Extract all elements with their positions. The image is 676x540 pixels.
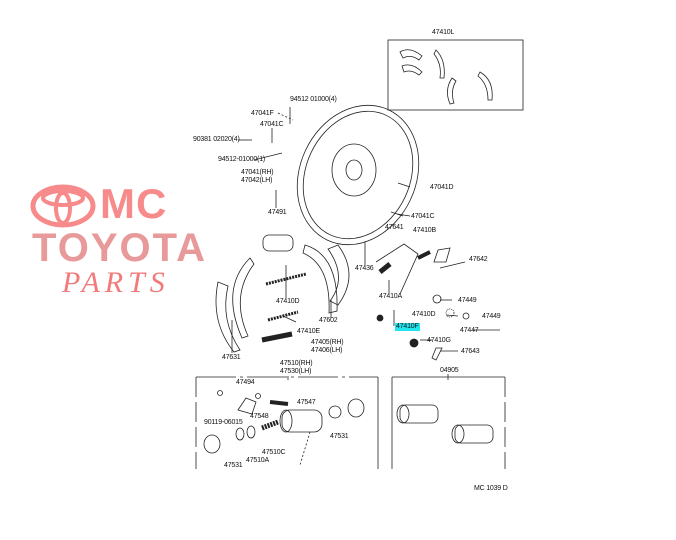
- logo-toyota: TOYOTA: [32, 226, 207, 270]
- label-47531-b: 47531: [224, 462, 243, 469]
- label-47410D: 47410D: [276, 298, 300, 305]
- label-47410G: 47410G: [427, 337, 451, 344]
- label-47410E: 47410E: [297, 328, 320, 335]
- label-47494: 47494: [236, 379, 255, 386]
- label-47642: 47642: [469, 256, 488, 263]
- label-94512-01000-1: 94512-01000(1): [218, 156, 266, 163]
- label-47531: 47531: [330, 433, 349, 440]
- label-90381-02020: 90381 02020(4): [193, 136, 240, 143]
- label-47602: 47602: [319, 317, 338, 324]
- leader-lines: [231, 107, 500, 380]
- label-47410L: 47410L: [432, 29, 455, 36]
- figure-code: MC 1039 D: [474, 485, 508, 492]
- label-47530-lh: 47530(LH): [280, 368, 312, 375]
- label-47410A: 47410A: [379, 293, 402, 300]
- label-47436: 47436: [355, 265, 374, 272]
- toyota-emblem-icon: [30, 184, 96, 228]
- wheel-cylinder-parts: [203, 390, 494, 466]
- label-47041-rh: 47041(RH): [241, 169, 274, 176]
- backing-plate: [296, 104, 420, 246]
- logo-mc: MC: [100, 180, 168, 227]
- label-47449-b: 47449: [482, 313, 501, 320]
- label-47510C: 47510C: [262, 449, 286, 456]
- label-47510-rh: 47510(RH): [280, 360, 313, 367]
- label-47041C: 47041C: [260, 121, 284, 128]
- label-47643: 47643: [461, 348, 480, 355]
- label-47641: 47641: [385, 224, 404, 231]
- label-47405-rh: 47405(RH): [311, 339, 344, 346]
- brake-shoes: [215, 234, 350, 353]
- logo-parts: PARTS: [62, 266, 170, 299]
- label-94512-01000-4: 94512 01000(4): [290, 96, 337, 103]
- label-47410F-highlighted[interactable]: 47410F: [395, 323, 420, 331]
- label-47547: 47547: [297, 399, 316, 406]
- label-90119-06015: 90119-06015: [204, 419, 243, 426]
- label-04905: 04905: [440, 367, 459, 374]
- label-47548: 47548: [250, 413, 269, 420]
- label-47041C-b: 47041C: [411, 213, 435, 220]
- shoe-kit-box: [387, 39, 524, 111]
- label-47447: 47447: [460, 327, 479, 334]
- shoe-kit-shoes: [399, 49, 493, 105]
- label-47449: 47449: [458, 297, 477, 304]
- label-47041F: 47041F: [251, 110, 274, 117]
- label-47410B: 47410B: [413, 227, 436, 234]
- springs: [261, 182, 470, 361]
- label-47491: 47491: [268, 209, 287, 216]
- label-47410D-b: 47410D: [412, 311, 436, 318]
- label-47041D: 47041D: [430, 184, 454, 191]
- label-47406-lh: 47406(LH): [311, 347, 343, 354]
- label-47510A: 47510A: [246, 457, 269, 464]
- label-47631: 47631: [222, 354, 241, 361]
- label-47042-lh: 47042(LH): [241, 177, 273, 184]
